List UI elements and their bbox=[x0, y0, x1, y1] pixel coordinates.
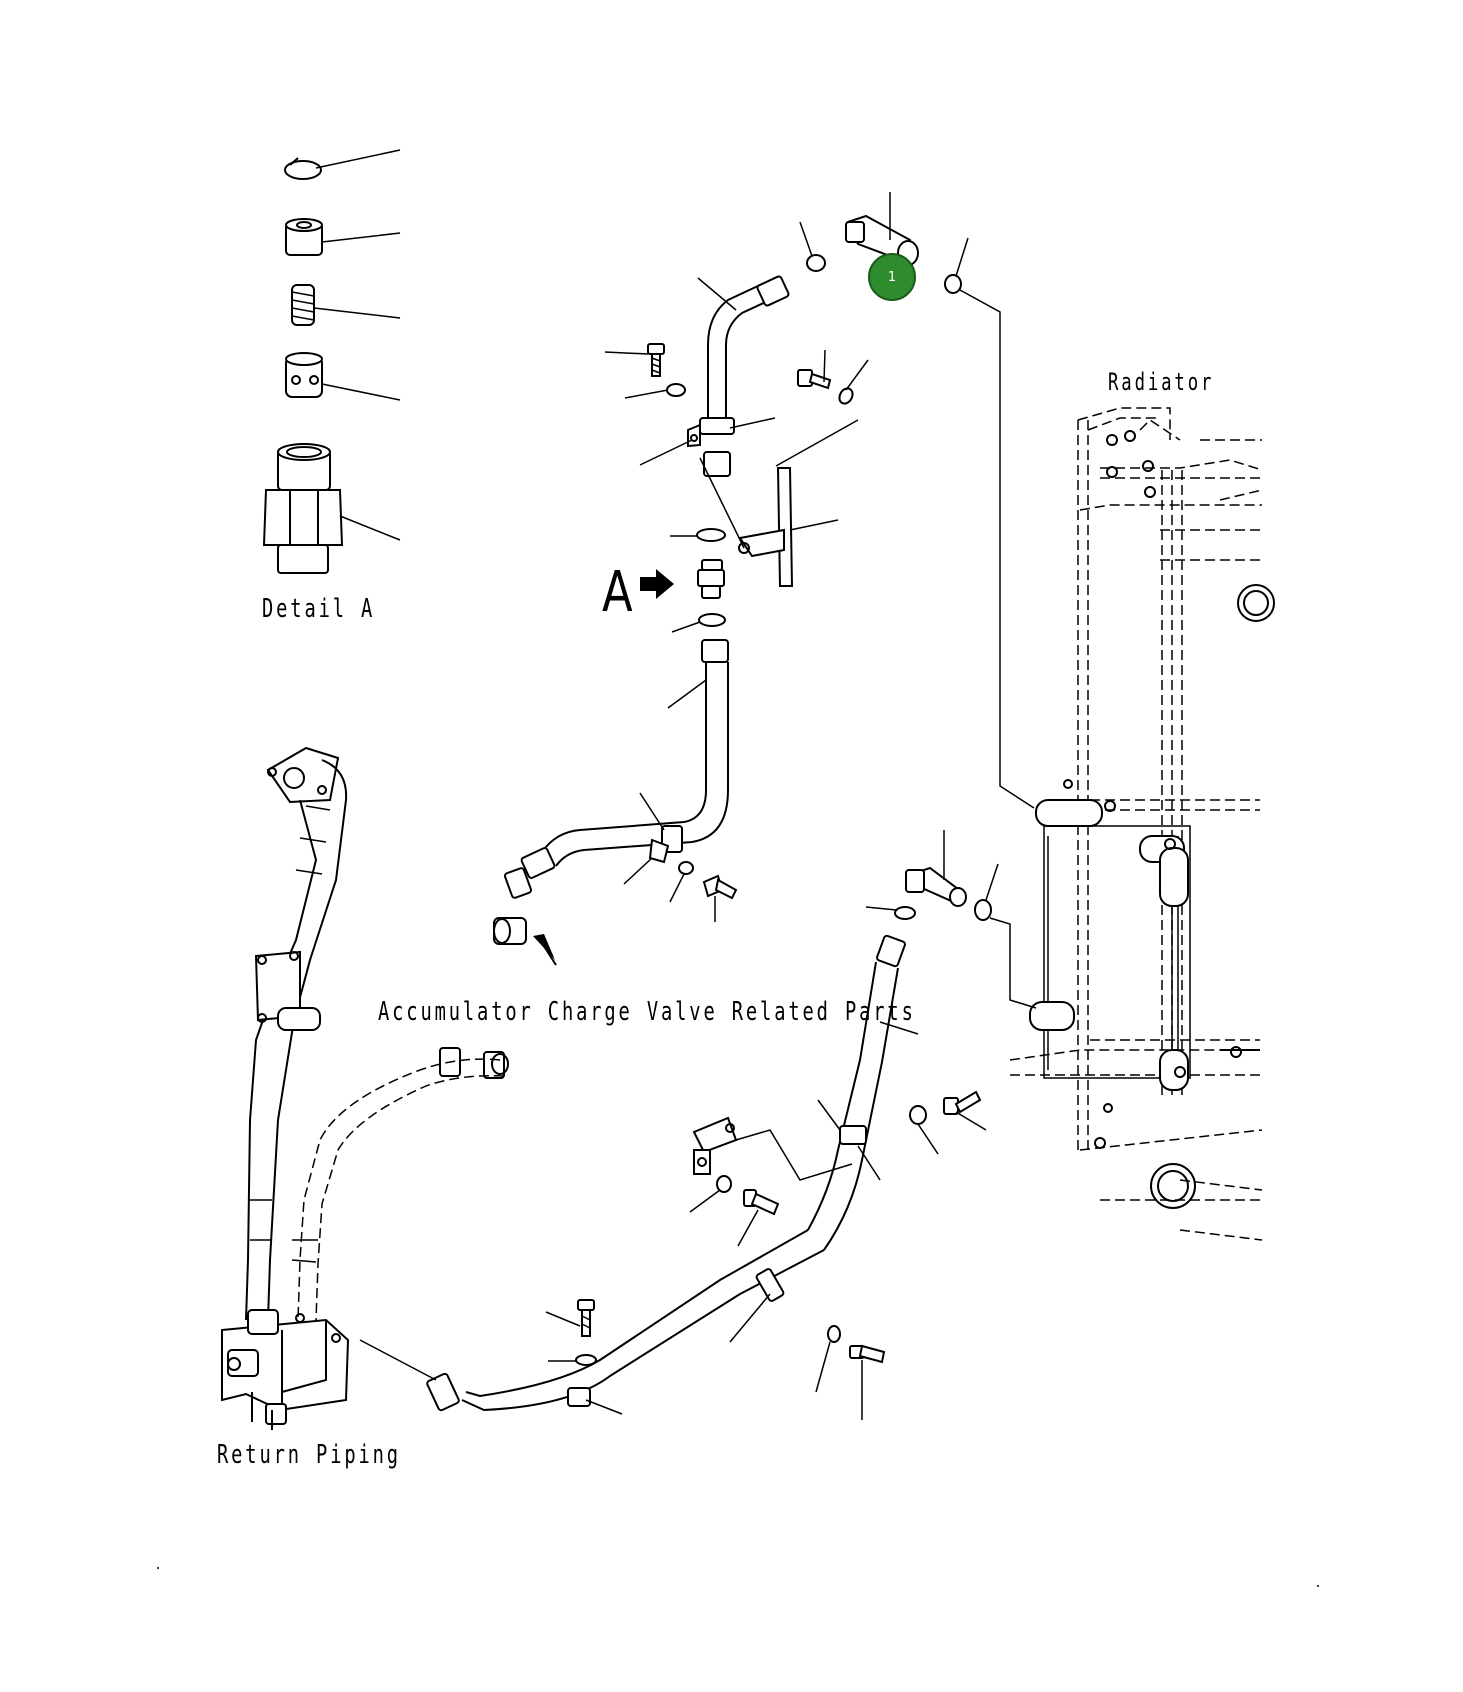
part-callout-1[interactable]: 1 bbox=[868, 253, 916, 301]
return-piping bbox=[221, 746, 509, 1430]
upper-valve-group bbox=[799, 192, 1035, 809]
view-a-label: A bbox=[602, 560, 633, 625]
radiator bbox=[1009, 407, 1275, 1241]
return-piping-label: Return Piping bbox=[217, 1440, 401, 1470]
upper-hose-assembly bbox=[493, 275, 869, 966]
radiator-elbow-group bbox=[865, 830, 1037, 1009]
detail-a-parts bbox=[262, 149, 401, 574]
lower-center-hose bbox=[359, 1229, 886, 1420]
radiator-label: Radiator bbox=[1108, 368, 1215, 396]
accumulator-label: Accumulator Charge Valve Related Parts bbox=[378, 997, 916, 1027]
lower-right-hose bbox=[689, 934, 987, 1251]
detail-a-label: Detail A bbox=[262, 594, 376, 624]
